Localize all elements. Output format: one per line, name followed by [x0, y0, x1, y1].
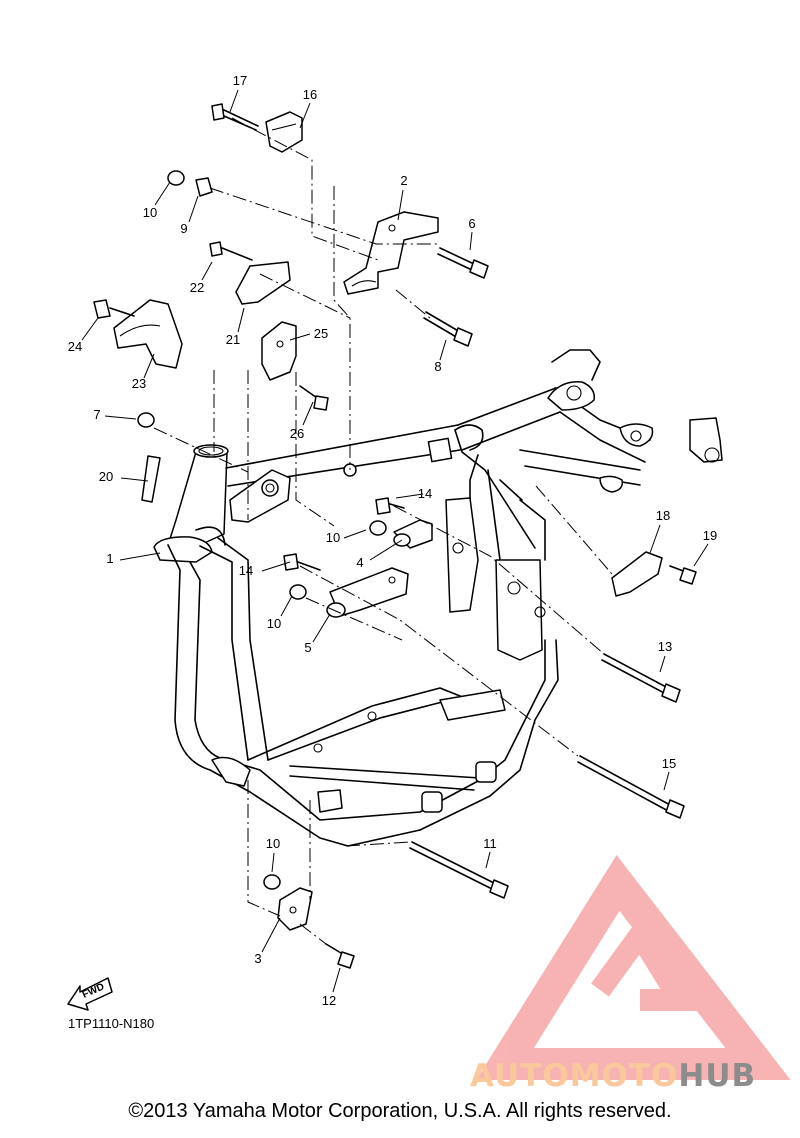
callout-leader-c10b — [343, 529, 367, 539]
callout-leader-c20 — [120, 477, 149, 482]
bracket-25 — [261, 321, 297, 381]
watermark-brand: AUTOMOTOHUB — [470, 1058, 756, 1094]
engine-bracket-4 — [393, 519, 433, 549]
damper-20 — [141, 455, 161, 503]
callout-label-c11: 11 — [483, 836, 497, 851]
callout-label-c10d: 10 — [266, 836, 280, 851]
callout-label-c15: 15 — [662, 756, 676, 771]
callout-label-c10b: 10 — [326, 530, 340, 545]
lower-bracket-3 — [277, 887, 313, 931]
callout-leader-c4 — [369, 539, 403, 561]
callout-leader-c19 — [693, 543, 709, 567]
callout-label-c26: 26 — [290, 426, 304, 441]
callout-leader-c7 — [104, 415, 137, 420]
clamp-23 — [113, 299, 183, 369]
callout-label-c10a: 10 — [143, 205, 157, 220]
callout-label-c22: 22 — [190, 280, 204, 295]
callout-label-c24: 24 — [68, 339, 82, 354]
callout-leader-c18 — [649, 524, 661, 554]
callout-label-c2: 2 — [400, 173, 407, 188]
callout-label-c8: 8 — [434, 359, 441, 374]
callout-leader-c21 — [237, 307, 245, 333]
callout-label-c5: 5 — [304, 640, 311, 655]
callout-label-c1: 1 — [106, 551, 113, 566]
callout-label-c17: 17 — [233, 73, 247, 88]
callout-label-c21: 21 — [226, 332, 240, 347]
callout-label-c23: 23 — [132, 376, 146, 391]
callout-leader-c24 — [81, 317, 99, 341]
copyright-notice: ©2013 Yamaha Motor Corporation, U.S.A. A… — [128, 1100, 672, 1122]
nuts-and-collars — [137, 170, 387, 890]
engine-bracket-5 — [326, 567, 409, 618]
callout-label-c19: 19 — [703, 528, 717, 543]
diagram-code: 1TP1110-N180 — [68, 1016, 155, 1031]
callout-leader-c2 — [397, 189, 404, 221]
upper-mount-bracket — [343, 211, 439, 295]
callout-leader-c8 — [439, 339, 447, 361]
callout-label-c12: 12 — [322, 993, 336, 1008]
callout-label-c4: 4 — [356, 555, 363, 570]
bracket-21 — [235, 261, 291, 305]
callout-leader-c26 — [302, 401, 314, 426]
bolts — [93, 103, 697, 969]
callout-label-c16: 16 — [303, 87, 317, 102]
callout-label-c18: 18 — [656, 508, 670, 523]
watermark-brand-part2: HUB — [678, 1058, 757, 1094]
callout-leader-c12 — [332, 967, 341, 993]
callout-label-c13: 13 — [658, 639, 672, 654]
callout-leader-c13 — [659, 655, 666, 673]
callout-leader-c25 — [289, 333, 311, 341]
callout-label-c20: 20 — [99, 469, 113, 484]
forward-direction-icon: FWD — [67, 977, 113, 1011]
callout-leader-c15 — [663, 771, 670, 791]
callout-label-c25: 25 — [314, 326, 328, 341]
callout-label-c7: 7 — [93, 407, 100, 422]
watermark-brand-part1: AUTOMOTO — [470, 1058, 679, 1094]
callout-leader-c5 — [312, 613, 331, 643]
callout-leader-c22 — [201, 261, 213, 281]
callout-leader-c23 — [143, 353, 155, 379]
callout-leader-c6 — [469, 231, 473, 251]
callout-label-c10c: 10 — [267, 616, 281, 631]
callout-leader-c11 — [485, 851, 491, 869]
callout-leader-c17 — [229, 89, 239, 113]
callout-leader-c16 — [299, 102, 311, 129]
callout-label-c3: 3 — [254, 951, 261, 966]
callout-leader-c3 — [261, 917, 281, 953]
main-frame — [153, 349, 723, 847]
watermark-logo-icon — [476, 855, 791, 1080]
callout-leader-c14a — [395, 493, 424, 499]
callout-leader-c1 — [119, 552, 161, 561]
rear-clamp-18 — [611, 551, 663, 597]
callout-leader-c10d — [271, 852, 275, 873]
callout-leader-c9 — [188, 195, 199, 223]
callout-leader-c10a — [154, 181, 171, 206]
callout-label-c6: 6 — [468, 216, 475, 231]
callout-label-c9: 9 — [180, 221, 187, 236]
alignment-lines — [153, 117, 613, 945]
callout-leader-c10c — [280, 595, 293, 617]
clamp-16 — [265, 111, 303, 153]
callout-label-c14a: 14 — [418, 486, 432, 501]
callout-label-c14b: 14 — [239, 563, 253, 578]
callout-leader-c14b — [261, 561, 291, 572]
